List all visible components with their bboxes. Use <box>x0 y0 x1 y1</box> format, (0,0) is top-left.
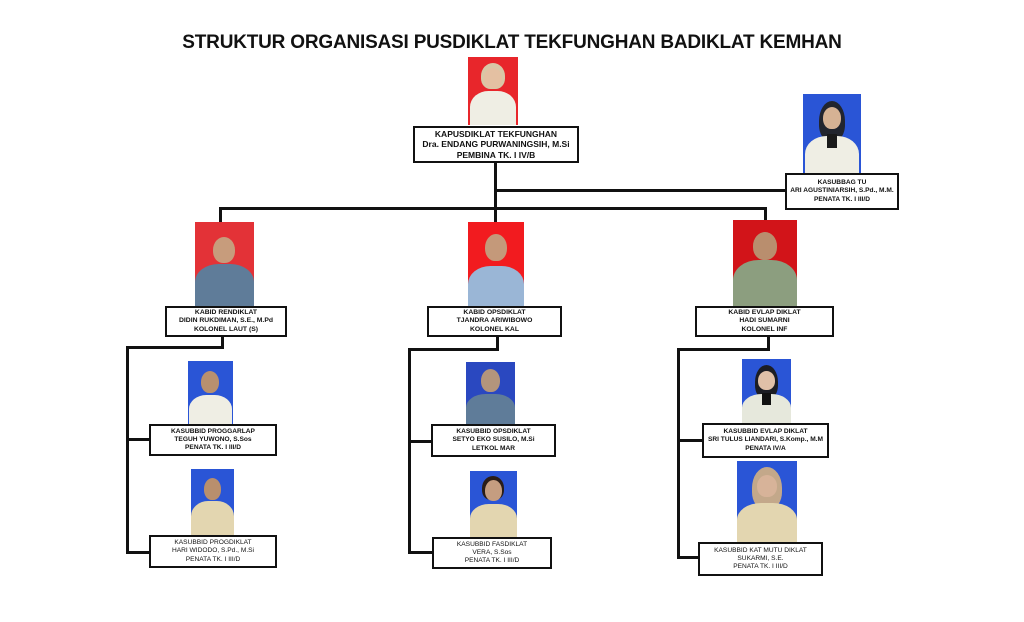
portrait-photo <box>470 471 517 537</box>
connector-line <box>408 348 499 351</box>
org-box: KABID RENDIKLAT DIDIN RUKDIMAN, S.E., M.… <box>165 306 287 337</box>
portrait-photo <box>468 222 524 306</box>
person-name: ARI AGUSTINIARSIH, S.Pd., M.M. <box>790 187 894 195</box>
connector-line <box>219 207 767 210</box>
person-name: SRI TULUS LIANDARI, S.Komp., M.M <box>707 436 824 444</box>
position-title: KABID EVLAP DIKLAT <box>728 308 801 316</box>
org-box: KASUBBID EVLAP DIKLAT SRI TULUS LIANDARI… <box>702 423 829 458</box>
portrait-photo <box>737 461 797 542</box>
person-rank: KOLONEL KAL <box>470 325 519 333</box>
connector-line <box>677 348 680 559</box>
position-title: KASUBBID KAT MUTU DIKLAT <box>714 546 807 554</box>
person-rank: PEMBINA TK. I IV/B <box>456 149 536 160</box>
org-box: KABID OPSDIKLAT TJANDRA ARIWIBOWO KOLONE… <box>427 306 562 337</box>
portrait-photo <box>733 220 797 306</box>
person-name: Dra. ENDANG PURWANINGSIH, M.Si <box>422 139 570 150</box>
person-rank: PENATA TK. I III/D <box>185 555 241 563</box>
person-name: TJANDRA ARIWIBOWO <box>456 317 533 325</box>
person-rank: PENATA TK. I III/D <box>733 563 788 571</box>
connector-line <box>677 439 702 442</box>
position-title: KABID OPSDIKLAT <box>463 308 526 316</box>
position-title: KASUBBID FASDIKLAT <box>456 540 528 548</box>
connector-line <box>494 207 497 223</box>
connector-line <box>408 551 432 554</box>
connector-line <box>126 346 224 349</box>
org-box: KASUBBID KAT MUTU DIKLAT SUKARMI, S.E. P… <box>698 542 823 576</box>
person-name: VERA, S.Sos <box>472 548 512 556</box>
person-name: SETYO EKO SUSILO, M.Si <box>452 436 535 444</box>
connector-line <box>496 336 499 350</box>
org-box: KASUBBID PROGDIKLAT HARI WIDODO, S.Pd., … <box>149 535 277 568</box>
portrait-photo <box>188 361 233 426</box>
position-title: KAPUSDIKLAT TEKFUNGHAN <box>434 128 558 139</box>
position-title: KASUBBID OPSDIKLAT <box>456 428 531 436</box>
portrait-photo <box>742 359 791 424</box>
org-box: KASUBBID OPSDIKLAT SETYO EKO SUSILO, M.S… <box>431 424 556 457</box>
connector-line <box>126 438 149 441</box>
page-title: STRUKTUR ORGANISASI PUSDIKLAT TEKFUNGHAN… <box>182 32 842 53</box>
person-name: DIDIN RUKDIMAN, S.E., M.Pd <box>178 317 274 325</box>
person-rank: LETKOL MAR <box>471 444 516 452</box>
org-box: KASUBBAG TU ARI AGUSTINIARSIH, S.Pd., M.… <box>785 173 899 210</box>
person-rank: PENATA IV/A <box>745 444 786 452</box>
person-name: HARI WIDODO, S.Pd., M.Si <box>171 547 255 555</box>
position-title: KASUBBID PROGGARLAP <box>171 427 255 435</box>
connector-line <box>408 348 411 554</box>
person-name: TEGUH YUWONO, S.Sos <box>174 435 252 443</box>
connector-line <box>126 346 129 554</box>
portrait-photo <box>466 362 515 424</box>
connector-line <box>221 336 224 348</box>
connector-line <box>408 440 431 443</box>
person-rank: PENATA TK. I III/D <box>185 444 241 452</box>
person-rank: KOLONEL LAUT (S) <box>193 325 259 333</box>
position-title: KASUBBID EVLAP DIKLAT <box>723 428 808 436</box>
connector-line <box>767 336 770 350</box>
org-box: KAPUSDIKLAT TEKFUNGHAN Dra. ENDANG PURWA… <box>413 126 579 163</box>
person-name: SUKARMI, S.E. <box>737 554 784 562</box>
connector-line <box>219 207 222 223</box>
connector-line <box>494 162 497 210</box>
org-box: KABID EVLAP DIKLAT HADI SUMARNI KOLONEL … <box>695 306 834 337</box>
position-title: KASUBBID PROGDIKLAT <box>174 539 252 547</box>
portrait-photo <box>803 94 861 175</box>
org-box: KASUBBID FASDIKLAT VERA, S.Sos PENATA TK… <box>432 537 552 569</box>
person-name: HADI SUMARNI <box>739 317 790 325</box>
person-rank: KOLONEL INF <box>741 325 788 333</box>
portrait-photo <box>195 222 254 306</box>
portrait-photo <box>468 57 518 125</box>
connector-line <box>677 556 700 559</box>
connector-line <box>764 207 767 223</box>
connector-line <box>677 348 770 351</box>
portrait-photo <box>191 469 234 535</box>
position-title: KASUBBAG TU <box>817 179 867 187</box>
org-box: KASUBBID PROGGARLAP TEGUH YUWONO, S.Sos … <box>149 424 277 456</box>
person-rank: PENATA TK. I III/D <box>814 195 870 203</box>
connector-line <box>126 551 149 554</box>
position-title: KABID RENDIKLAT <box>194 308 258 316</box>
person-rank: PENATA TK. I III/D <box>464 557 520 565</box>
connector-line <box>494 189 786 192</box>
